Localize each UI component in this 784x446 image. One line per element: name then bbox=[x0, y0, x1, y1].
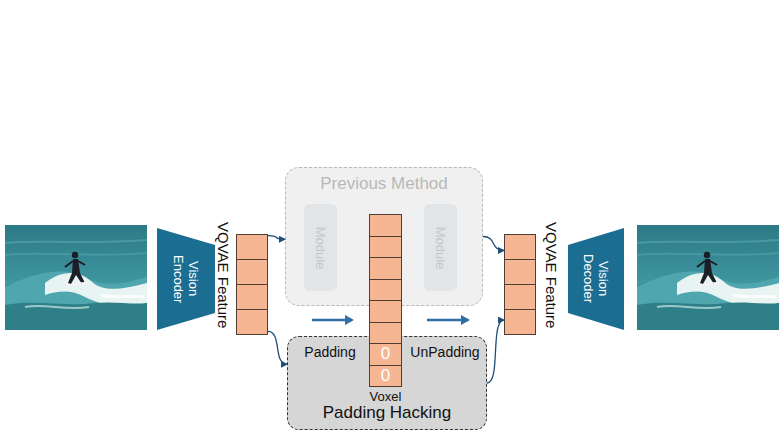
feature-cell: 0 bbox=[369, 365, 402, 388]
module-label: Module bbox=[433, 226, 448, 269]
block-label: Vision Decoder bbox=[581, 248, 611, 310]
encoder-trapezoid: Vision Encoder bbox=[157, 228, 215, 330]
voxel-label: Voxel bbox=[344, 389, 427, 404]
feature-cell bbox=[504, 259, 536, 285]
padding-step-label: UnPadding bbox=[403, 344, 487, 360]
feature-column: VQVAE Feature bbox=[504, 222, 560, 336]
feature-cell bbox=[369, 257, 402, 280]
feature-cell bbox=[504, 234, 536, 260]
group-title: Previous Method bbox=[286, 174, 482, 194]
connector bbox=[483, 237, 504, 251]
feature-label: VQVAE Feature bbox=[214, 222, 232, 328]
module-label: Module bbox=[313, 226, 328, 269]
feature-cell bbox=[369, 322, 402, 345]
connector bbox=[268, 331, 287, 364]
voxel-column: 00Voxel bbox=[369, 214, 402, 386]
feature-cell bbox=[236, 284, 268, 310]
padding-zero: 0 bbox=[370, 344, 401, 365]
feature-cell bbox=[369, 300, 402, 323]
feature-cell bbox=[369, 214, 402, 237]
feature-cell bbox=[236, 234, 268, 260]
flow-arrow bbox=[427, 319, 468, 322]
decoder-trapezoid: Vision Decoder bbox=[568, 228, 624, 330]
module-box: Module bbox=[424, 204, 457, 291]
feature-label: VQVAE Feature bbox=[542, 222, 560, 328]
feature-cell bbox=[236, 309, 268, 335]
module-box: Module bbox=[304, 204, 337, 291]
padding-step-label: Padding bbox=[296, 344, 364, 360]
connector bbox=[487, 320, 504, 383]
feature-cell: 0 bbox=[369, 343, 402, 366]
padding-zero: 0 bbox=[370, 366, 401, 387]
feature-cell bbox=[236, 259, 268, 285]
group-title: Padding Hacking bbox=[288, 403, 486, 423]
feature-cell bbox=[504, 284, 536, 310]
block-label: Vision Encoder bbox=[171, 248, 201, 310]
trapezoid-shape bbox=[157, 228, 215, 330]
output-photo bbox=[637, 225, 779, 330]
feature-cell bbox=[369, 236, 402, 259]
input-photo bbox=[5, 225, 147, 330]
connector bbox=[268, 236, 285, 240]
feature-cell bbox=[369, 279, 402, 302]
feature-column: VQVAE Feature bbox=[214, 222, 268, 336]
flow-arrow bbox=[312, 319, 352, 322]
feature-cell bbox=[504, 309, 536, 335]
trapezoid-shape bbox=[568, 228, 624, 330]
